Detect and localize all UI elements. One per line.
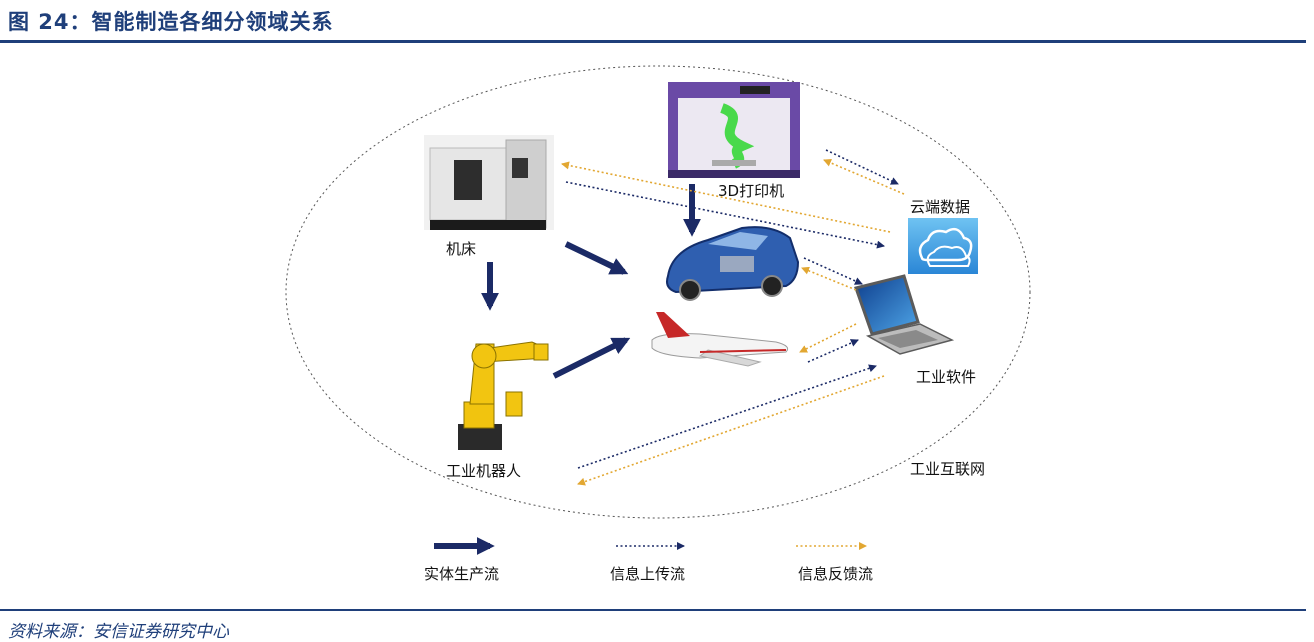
airplane-image [652,312,788,366]
industrial-internet-boundary [286,66,1030,518]
source-note: 资料来源：安信证券研究中心 [8,617,229,642]
laptop-icon [856,276,952,354]
legend-physical-label: 实体生产流 [424,563,499,584]
source-divider [0,609,1306,611]
machine-tool-label: 机床 [446,238,476,259]
machine-to-car-arrow [566,244,624,272]
car-image [667,227,798,300]
legend-feedback-label: 信息反馈流 [798,563,873,584]
industrial-software-label: 工业软件 [916,366,976,387]
robot-to-airplane-arrow [554,340,626,376]
industrial-internet-label: 工业互联网 [910,458,985,479]
machine-tool-image [424,135,554,230]
robot-image [458,342,548,450]
printer-3d-label: 3D打印机 [718,180,784,201]
info-feedback-arrows [562,160,904,484]
printer-3d-image [668,82,800,178]
industrial-robot-label: 工业机器人 [446,460,521,481]
legend-upload-label: 信息上传流 [610,563,685,584]
cloud-data-icon [908,218,978,274]
cloud-data-label: 云端数据 [910,196,970,217]
